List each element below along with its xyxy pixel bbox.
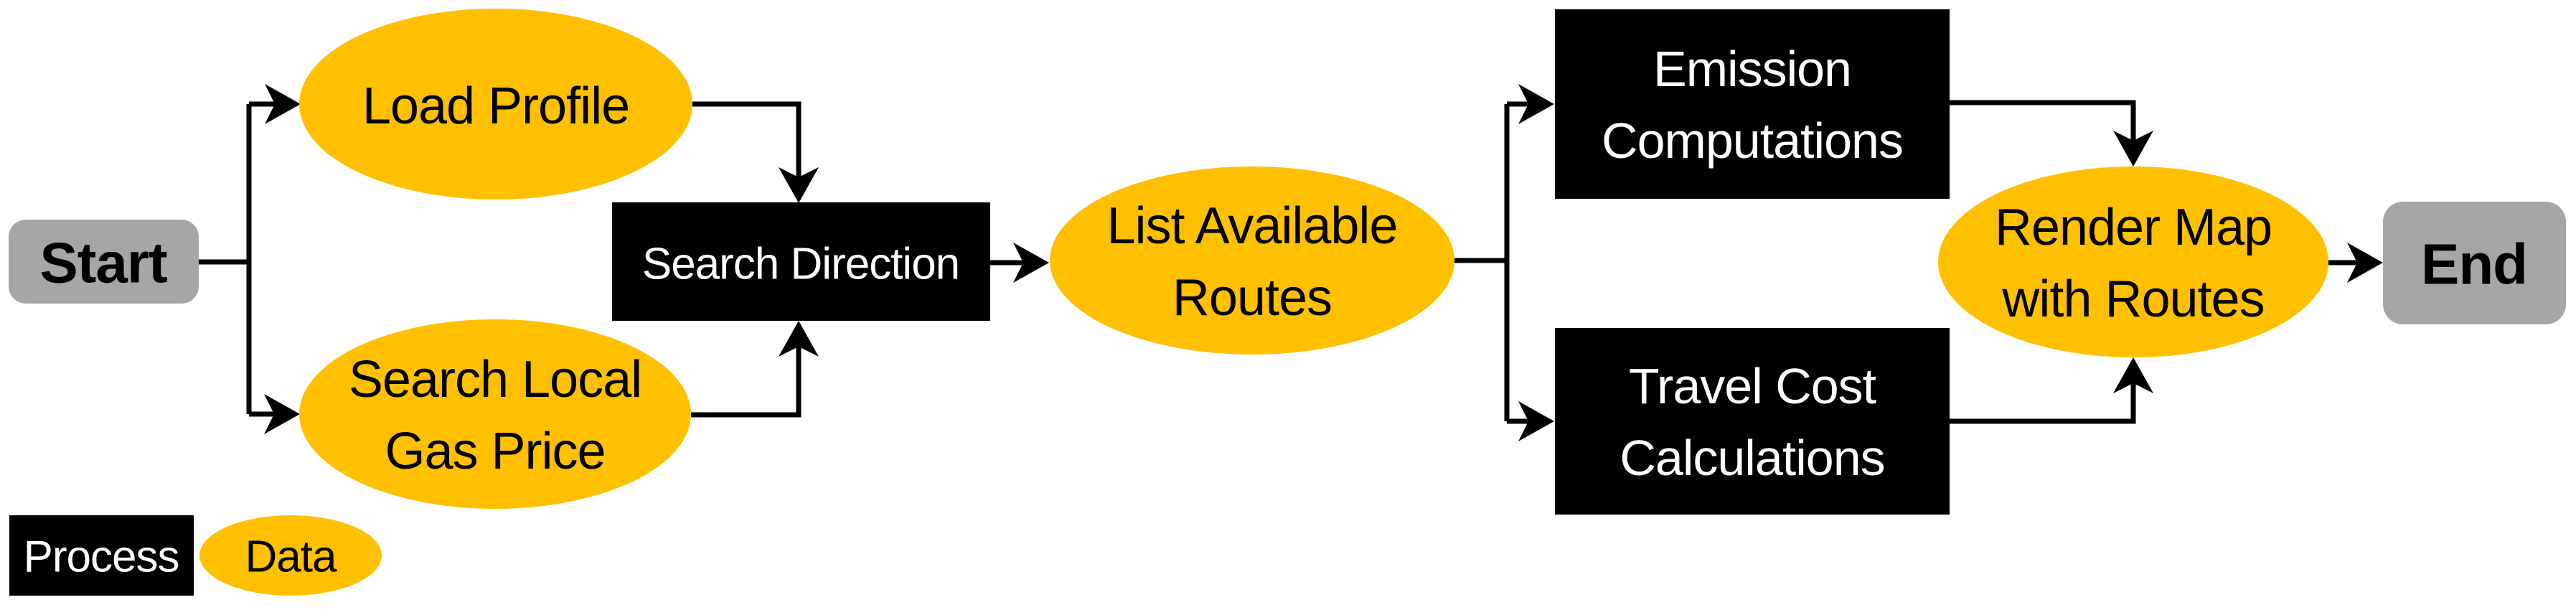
arrowhead-render-map-bottom: [2113, 357, 2153, 393]
end-label: End: [2421, 233, 2527, 296]
travel-cost-calculations-label-line1: Travel Cost: [1629, 358, 1876, 414]
connectors: [199, 84, 2383, 441]
search-local-gas-price-label-line2: Gas Price: [385, 423, 605, 480]
search-direction-box: [612, 202, 990, 321]
legend: Process Data: [9, 515, 382, 596]
legend-data-swatch: [199, 515, 382, 596]
arrowhead-emission: [1518, 84, 1554, 124]
connector-gas-price-to-search-direction: [691, 345, 802, 418]
node-list-available-routes: List Available Routes: [1050, 166, 1454, 355]
node-load-profile: Load Profile: [299, 9, 692, 200]
search-local-gas-price-label-line1: Search Local: [349, 351, 641, 408]
arrowhead-end: [2347, 243, 2383, 283]
emission-computations-label-line2: Computations: [1602, 113, 1903, 169]
node-emission-computations: Emission Computations: [1555, 9, 1950, 199]
emission-computations-box: [1555, 9, 1950, 199]
search-direction-label: Search Direction: [642, 240, 959, 289]
load-profile-label: Load Profile: [362, 78, 629, 135]
arrowhead-search-direction-top: [779, 167, 819, 203]
search-local-gas-price-ellipse: [299, 319, 691, 509]
legend-data-label: Data: [245, 532, 337, 582]
list-available-routes-ellipse: [1050, 166, 1454, 355]
arrowhead-load-profile: [265, 84, 301, 124]
load-profile-ellipse: [299, 9, 692, 200]
render-map-with-routes-ellipse: [1938, 166, 2328, 357]
node-start: Start: [9, 220, 199, 304]
connector-travel-cost-to-render-map: [1950, 382, 2136, 424]
travel-cost-calculations-box: [1555, 328, 1950, 515]
render-map-label-line2: with Routes: [2001, 271, 2264, 328]
start-label: Start: [39, 231, 167, 295]
list-available-routes-label-line2: Routes: [1172, 269, 1332, 327]
node-render-map-with-routes: Render Map with Routes: [1938, 166, 2328, 357]
arrowhead-search-direction-bottom: [779, 321, 819, 357]
arrowhead-travel-cost: [1518, 401, 1554, 441]
connector-emission-to-render-map: [1950, 100, 2136, 142]
connector-load-profile-to-search-direction: [692, 101, 802, 179]
list-available-routes-label-line1: List Available: [1107, 197, 1398, 255]
node-search-direction: Search Direction: [612, 202, 990, 321]
start-terminator-shape: [9, 220, 199, 304]
arrowhead-gas-price: [264, 394, 300, 434]
travel-cost-calculations-label-line2: Calculations: [1620, 430, 1884, 486]
node-travel-cost-calculations: Travel Cost Calculations: [1555, 328, 1950, 515]
arrowhead-render-map-top: [2113, 131, 2153, 166]
node-end: End: [2383, 202, 2566, 324]
emission-computations-label-line1: Emission: [1653, 41, 1851, 97]
legend-process-label: Process: [24, 532, 179, 582]
render-map-label-line1: Render Map: [1995, 199, 2272, 256]
legend-process-swatch: [9, 515, 194, 596]
node-search-local-gas-price: Search Local Gas Price: [299, 319, 691, 509]
arrowhead-list-routes: [1013, 243, 1049, 283]
end-terminator-shape: [2383, 202, 2566, 324]
